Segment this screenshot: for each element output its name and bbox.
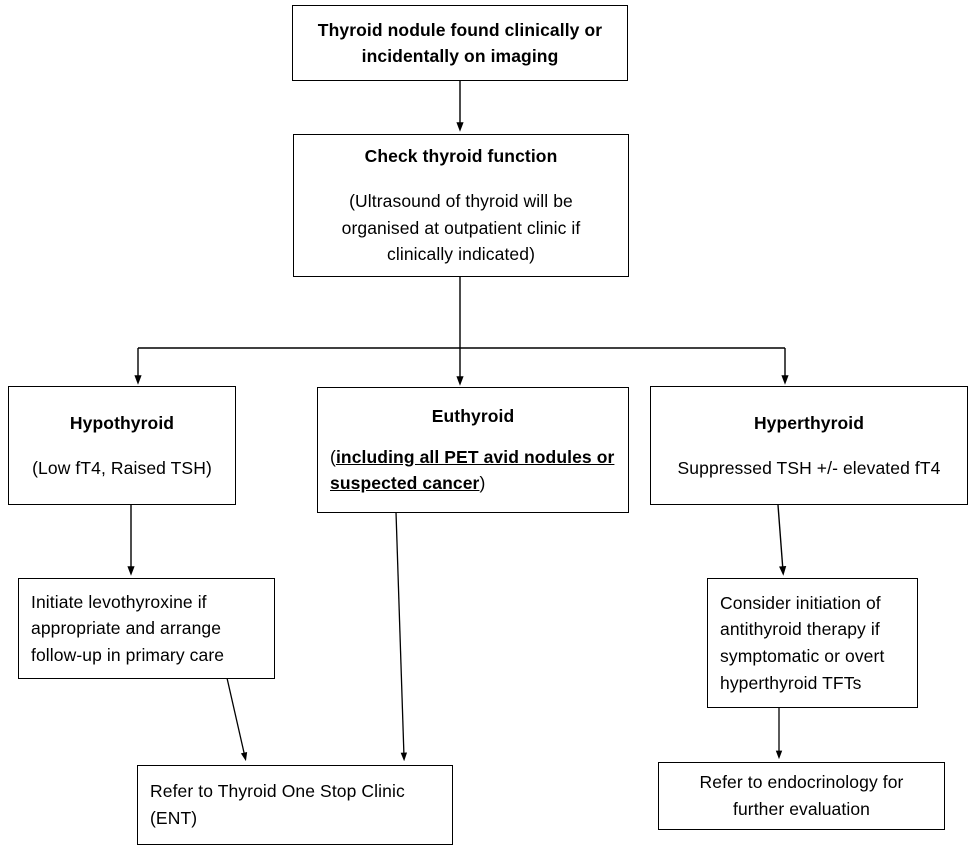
node-check-line1: (Ultrasound of thyroid will be [349,190,573,211]
node-initiate-levothyroxine[interactable]: Initiate levothyroxine if appropriate an… [18,578,275,679]
edge-euthyroid-to-refer-ent [395,511,408,762]
node-refer-endocrinology[interactable]: Refer to endocrinology for further evalu… [658,762,945,830]
node-hypothyroid[interactable]: Hypothyroid (Low fT4, Raised TSH) [8,386,236,505]
node-check-line3: clinically indicated) [387,244,535,265]
node-euthyroid-heading: Euthyroid [431,406,515,427]
node-consider-antithyroid-therapy[interactable]: Consider initiation of antithyroid thera… [707,578,918,708]
node-antithyroid-line3: symptomatic or overt [720,646,885,666]
node-antithyroid-line1: Consider initiation of [720,592,881,613]
node-hypothyroid-detail: (Low fT4, Raised TSH) [32,457,212,478]
euthyroid-emphasis-line2: suspected cancer [330,473,480,494]
node-check-heading: Check thyroid function [364,146,558,167]
node-check-thyroid-function[interactable]: Check thyroid function (Ultrasound of th… [293,134,629,277]
node-antithyroid-line4: hyperthyroid TFTs [720,672,862,693]
node-refer-endo-line1: Refer to endocrinology for [699,772,904,793]
edge-hyperthyroid-to-antithyroid [777,504,787,576]
node-start[interactable]: Thyroid nodule found clinically or incid… [292,5,628,81]
node-refer-ent-line1: Refer to Thyroid One Stop Clinic [150,781,405,802]
node-hypothyroid-heading: Hypothyroid [69,412,175,433]
euthyroid-paren-close: ) [479,473,486,494]
edge-levothyroxine-to-refer-ent [226,677,248,762]
node-refer-endo-line2: further evaluation [732,799,871,819]
node-levothyroxine-line3: follow-up in primary care [31,644,225,665]
node-euthyroid[interactable]: Euthyroid (including all PET avid nodule… [317,387,629,513]
euthyroid-emphasis-line1: including all PET avid nodules or [335,446,615,467]
node-levothyroxine-line1: Initiate levothyroxine if [31,591,207,612]
euthyroid-paren-open: ( [330,446,336,467]
node-levothyroxine-line2: appropriate and arrange [31,618,222,639]
node-hyperthyroid-heading: Hyperthyroid [753,412,865,433]
node-antithyroid-line2: antithyroid therapy if [720,619,880,640]
node-hyperthyroid[interactable]: Hyperthyroid Suppressed TSH +/- elevated… [650,386,968,505]
node-check-line2: organised at outpatient clinic if [341,217,581,238]
node-hyperthyroid-detail: Suppressed TSH +/- elevated fT4 [677,457,941,478]
node-start-line2: incidentally on imaging [361,46,559,66]
node-euthyroid-detail-line1: (including all PET avid nodules or [330,444,616,471]
node-start-line1: Thyroid nodule found clinically or [317,19,603,40]
node-refer-ent-line2: (ENT) [150,808,198,828]
node-refer-thyroid-one-stop-clinic[interactable]: Refer to Thyroid One Stop Clinic (ENT) [137,765,453,845]
node-euthyroid-detail-line2: suspected cancer) [330,470,616,497]
